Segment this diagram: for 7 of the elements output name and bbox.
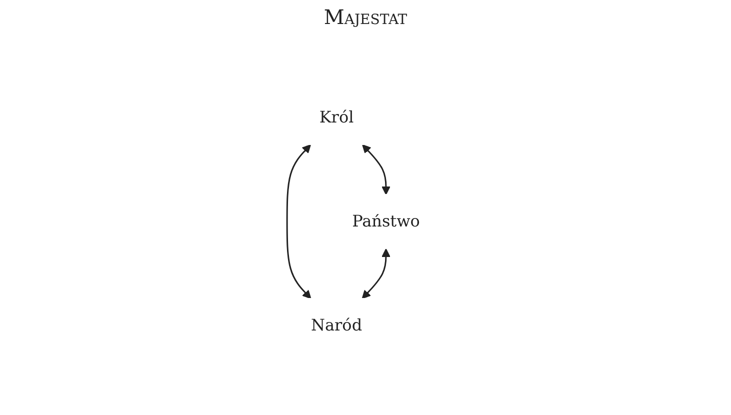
arrow xyxy=(362,144,390,195)
arrow xyxy=(362,248,390,299)
arrow xyxy=(286,144,312,299)
node-text: Państwo xyxy=(352,212,420,230)
node-text: Naród xyxy=(311,316,362,334)
node-text: Król xyxy=(319,108,354,126)
heading-text: Majestat xyxy=(324,5,408,29)
